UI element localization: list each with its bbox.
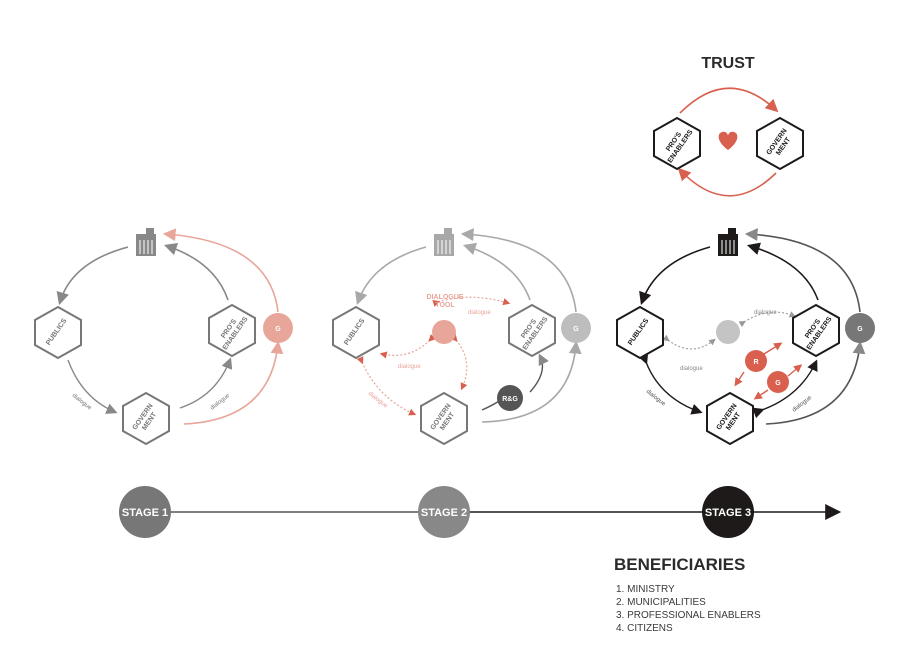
timeline: STAGE 1 STAGE 2 STAGE 3 <box>119 486 842 538</box>
government-hexagon <box>122 391 170 446</box>
building-icon <box>718 228 738 256</box>
stage-2-label: STAGE 2 <box>421 507 467 519</box>
publics-hexagon <box>34 305 82 360</box>
cycle-stage-3: dialogue dialogue dialogue dialogue PUBL… <box>616 228 875 446</box>
dialogue-label: dialogue <box>398 364 421 370</box>
dialogue-label: dialogue <box>754 310 777 316</box>
g-label: G <box>573 326 579 333</box>
g-label: G <box>775 380 781 387</box>
rg-circle <box>497 385 523 411</box>
trust-arrow-top <box>679 87 779 114</box>
dialogue-label: dialogue <box>468 310 491 316</box>
building-icon <box>434 228 454 256</box>
dialogue-label: dialogue <box>367 391 389 410</box>
dialogue-label: dialogue <box>680 366 703 372</box>
trust-section: TRUST PRO'SENABLERS GOVERNMENT <box>653 55 804 197</box>
g-circle-red <box>767 371 789 393</box>
stage-1-circle <box>119 486 171 538</box>
rg-label: R&G <box>502 396 518 403</box>
dialogue-label: dialogue <box>792 394 814 413</box>
pros-hexagon <box>508 303 556 358</box>
beneficiary-item: 4. CITIZENS <box>616 623 673 634</box>
stage-3-label: STAGE 3 <box>705 507 751 519</box>
g-circle <box>561 313 591 343</box>
g-circle <box>845 313 875 343</box>
building-icon <box>136 228 156 256</box>
beneficiaries-section: BENEFICIARIES 1. MINISTRY 2. MUNICIPALIT… <box>614 555 761 634</box>
stage-2-circle <box>418 486 470 538</box>
dialogue-tool-circle <box>432 320 456 344</box>
dialogue-label: dialogue <box>210 392 232 411</box>
pros-hexagon <box>208 303 256 358</box>
government-hexagon <box>706 391 754 446</box>
cycle-stage-1: dialogue dialogue PUBLICS PRO'SENABLERS … <box>34 228 293 446</box>
trust-title: TRUST <box>701 55 755 72</box>
stage-3-circle <box>702 486 754 538</box>
beneficiary-item: 1. MINISTRY <box>616 584 675 595</box>
g-label: G <box>857 326 863 333</box>
publics-hexagon <box>616 305 664 360</box>
pros-hexagon <box>792 303 840 358</box>
r-circle <box>745 350 767 372</box>
dialogue-label: dialogue <box>645 389 667 408</box>
trust-government-hexagon <box>756 116 804 171</box>
g-circle <box>263 313 293 343</box>
heart-icon <box>718 131 738 150</box>
beneficiary-item: 2. MUNICIPALITIES <box>616 597 706 608</box>
g-label: G <box>275 326 281 333</box>
dialogue-tool-circle <box>716 320 740 344</box>
beneficiary-item: 3. PROFESSIONAL ENABLERS <box>616 610 761 621</box>
trust-arrow-bottom <box>677 167 777 197</box>
stage-1-label: STAGE 1 <box>122 507 168 519</box>
government-hexagon <box>420 391 468 446</box>
beneficiaries-title: BENEFICIARIES <box>614 555 745 574</box>
r-label: R <box>753 359 758 366</box>
trust-pros-hexagon <box>653 116 701 171</box>
publics-hexagon <box>332 305 380 360</box>
